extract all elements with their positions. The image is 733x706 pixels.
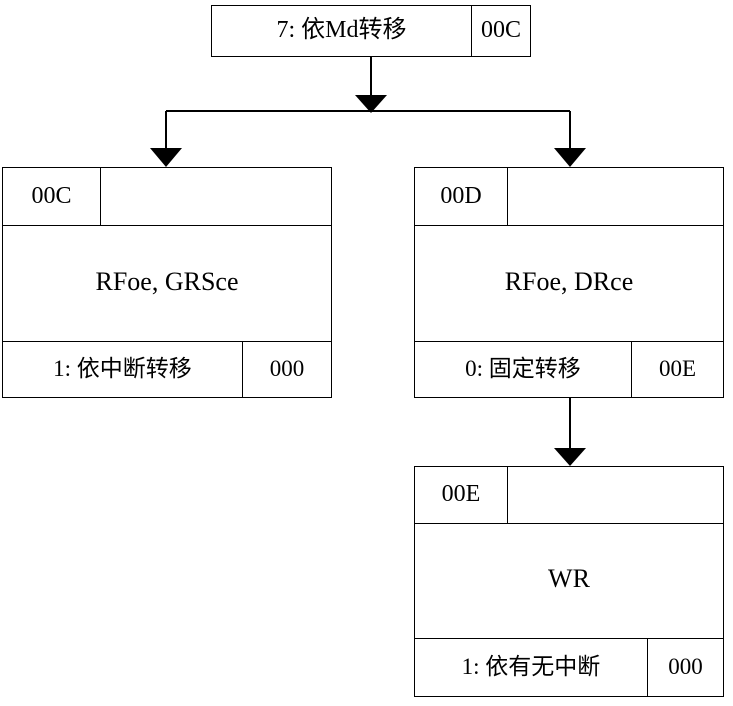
- node-bottom-footer-label: 1: 依有无中断: [415, 639, 648, 696]
- node-right-footer-label: 0: 固定转移: [415, 342, 632, 397]
- node-bottom[interactable]: 00E WR 1: 依有无中断 000: [414, 466, 724, 697]
- node-left-footer: 1: 依中断转移 000: [3, 341, 331, 397]
- node-left-header-blank: [101, 168, 331, 225]
- node-bottom-footer: 1: 依有无中断 000: [415, 638, 723, 696]
- node-right-footer-address: 00E: [658, 356, 697, 381]
- node-right-footer: 0: 固定转移 00E: [415, 341, 723, 397]
- arrowhead-right-to-bottom: [554, 448, 586, 466]
- arrowhead-split-to-right: [554, 148, 586, 167]
- node-root-label: 7: 依Md转移: [276, 17, 407, 43]
- node-bottom-address: 00E: [415, 467, 508, 523]
- node-left-footer-label: 1: 依中断转移: [3, 342, 243, 397]
- node-left-address: 00C: [3, 168, 101, 225]
- node-bottom-header-blank: [508, 467, 723, 523]
- node-right-header-blank: [508, 168, 723, 225]
- node-root[interactable]: 7: 依Md转移 00C: [211, 5, 531, 57]
- node-right[interactable]: 00D RFoe, DRce 0: 固定转移 00E: [414, 167, 724, 398]
- arrowhead-split-to-left: [150, 148, 182, 167]
- arrowhead-root-to-split: [355, 95, 387, 113]
- node-bottom-footer-address: 000: [668, 654, 703, 679]
- node-bottom-header: 00E: [415, 467, 723, 524]
- node-bottom-body: WR: [548, 564, 590, 593]
- node-right-header: 00D: [415, 168, 723, 226]
- node-left-footer-address: 000: [269, 356, 305, 381]
- node-left-body: RFoe, GRSce: [95, 266, 239, 296]
- node-root-address: 00C: [470, 6, 530, 56]
- node-left[interactable]: 00C RFoe, GRSce 1: 依中断转移 000: [2, 167, 332, 398]
- node-left-header: 00C: [3, 168, 331, 226]
- node-right-body: RFoe, DRce: [504, 266, 634, 296]
- node-right-address: 00D: [415, 168, 508, 225]
